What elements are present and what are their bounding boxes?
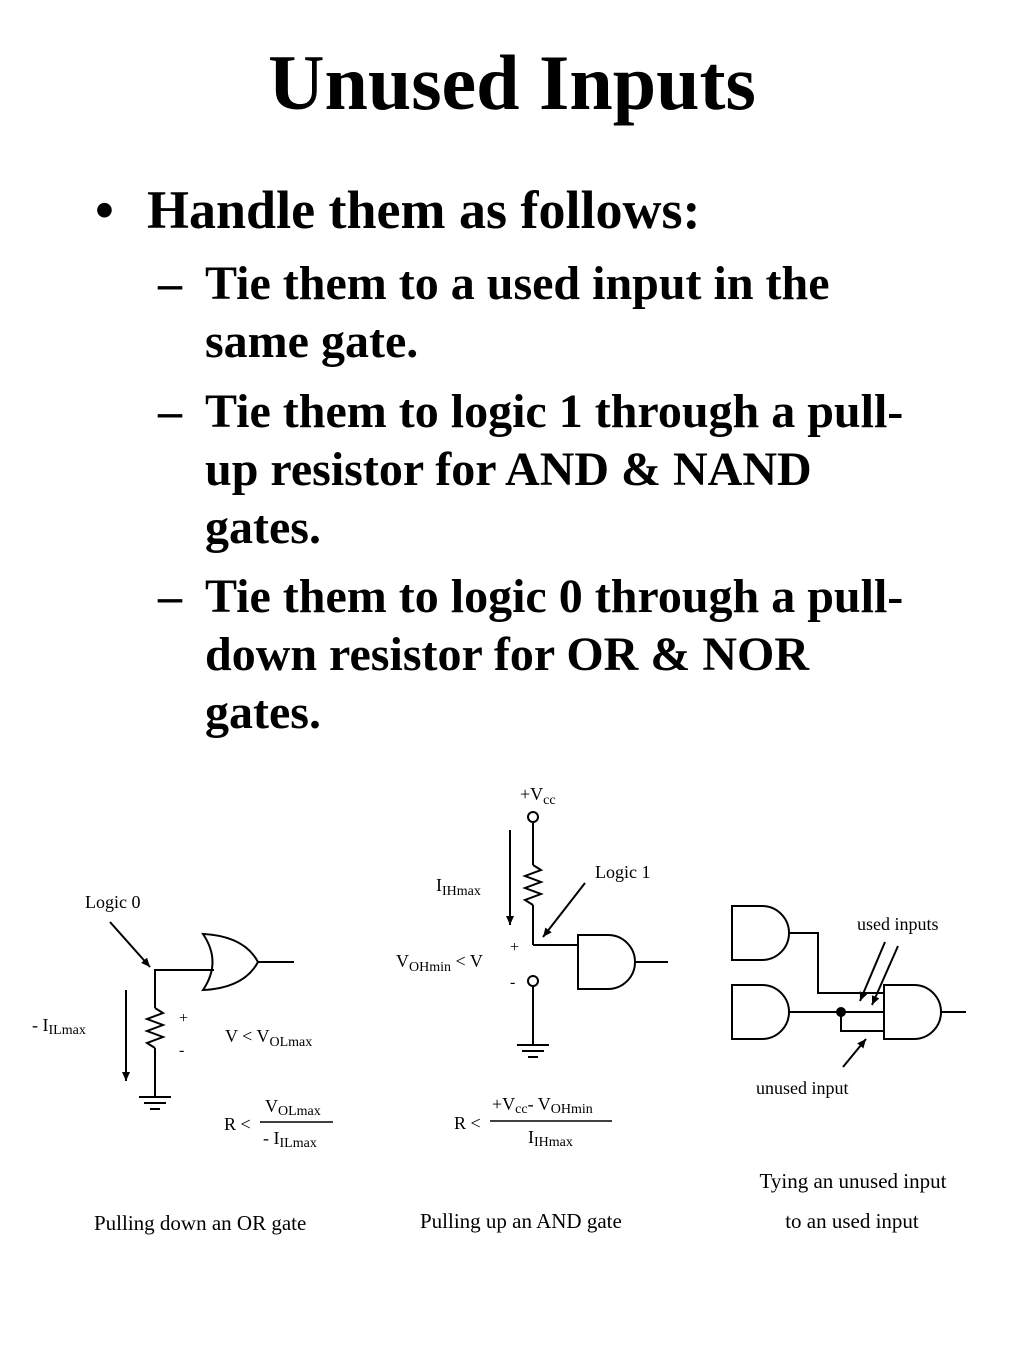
logic-1-label: Logic 1 xyxy=(595,862,651,882)
logic-0-label: Logic 0 xyxy=(85,892,141,912)
and-pullup-labels: +Vcc Logic 1 IIHmax + - VOHmin < V R < +… xyxy=(396,784,651,1233)
sub-bullet-2-text: Tie them to logic 1 through a pull-up re… xyxy=(205,385,904,554)
or-gate-symbol xyxy=(201,932,260,992)
pullup-resistor xyxy=(522,864,544,906)
tie-input-labels: used inputs unused input Tying an unused… xyxy=(756,914,947,1233)
ground-symbol xyxy=(139,1096,171,1110)
tie-caption-line-1: Tying an unused input xyxy=(760,1169,947,1193)
resistance-prefix: R < xyxy=(224,1114,251,1134)
resistance-numerator: +Vcc- VOHmin xyxy=(492,1094,593,1117)
current-label: - IILmax xyxy=(32,1015,86,1038)
sub-bullet-3-text: Tie them to logic 0 through a pull-down … xyxy=(205,570,904,739)
resistance-prefix: R < xyxy=(454,1113,481,1133)
logic-pointer-arrow xyxy=(542,882,586,938)
resistance-numerator: VOLmax xyxy=(265,1096,321,1119)
lower-and-gate xyxy=(731,984,790,1040)
upper-gate-output-wire xyxy=(789,932,884,994)
unused-input-arrow xyxy=(842,1038,867,1068)
vcc-label: +Vcc xyxy=(520,784,556,808)
unused-input-label: unused input xyxy=(756,1078,849,1098)
minus-sign: - xyxy=(179,1042,184,1059)
and-caption: Pulling up an AND gate xyxy=(420,1209,622,1233)
vcc-terminal xyxy=(527,811,539,823)
plus-sign: + xyxy=(510,939,519,956)
logic-pointer-arrow xyxy=(109,921,151,968)
or-caption: Pulling down an OR gate xyxy=(94,1211,306,1235)
and-pullup-diagram xyxy=(490,811,668,1122)
slide-title: Unused Inputs xyxy=(268,39,756,126)
and-gate-symbol xyxy=(577,934,636,990)
or-input-wire xyxy=(154,969,214,1008)
minus-sign: - xyxy=(510,974,515,991)
voltage-condition: V < VOLmax xyxy=(225,1026,312,1050)
main-bullet-text: Handle them as follows: xyxy=(147,180,701,240)
junction-dot xyxy=(836,1007,846,1017)
voltage-condition: VOHmin < V xyxy=(396,951,483,975)
dash-marker: – xyxy=(158,570,182,623)
circuit-diagrams: Logic 0 - IILmax + - V < VOLmax R < VOLm… xyxy=(32,784,966,1235)
ground-symbol xyxy=(517,1044,549,1058)
bullet-marker: • xyxy=(95,180,114,240)
dash-marker: – xyxy=(158,385,182,438)
dash-marker: – xyxy=(158,257,182,310)
resistance-denominator: IIHmax xyxy=(528,1127,573,1150)
used-input-arrow-1 xyxy=(859,941,886,1002)
sub-bullet-1-text: Tie them to a used input in the same gat… xyxy=(205,257,830,368)
plus-sign: + xyxy=(179,1010,188,1027)
upper-and-gate xyxy=(731,905,790,961)
used-input-arrow-2 xyxy=(871,945,899,1006)
resistance-denominator: - IILmax xyxy=(263,1128,317,1151)
current-label: IIHmax xyxy=(436,875,481,899)
used-inputs-label: used inputs xyxy=(857,914,939,934)
or-pulldown-diagram xyxy=(109,921,333,1123)
unused-tie-wire xyxy=(840,1012,884,1032)
tie-caption-line-2: to an used input xyxy=(785,1209,919,1233)
voltage-terminal xyxy=(527,975,539,987)
pulldown-resistor xyxy=(144,1007,166,1049)
or-pulldown-labels: Logic 0 - IILmax + - V < VOLmax R < VOLm… xyxy=(32,892,321,1235)
output-and-gate xyxy=(883,984,942,1040)
